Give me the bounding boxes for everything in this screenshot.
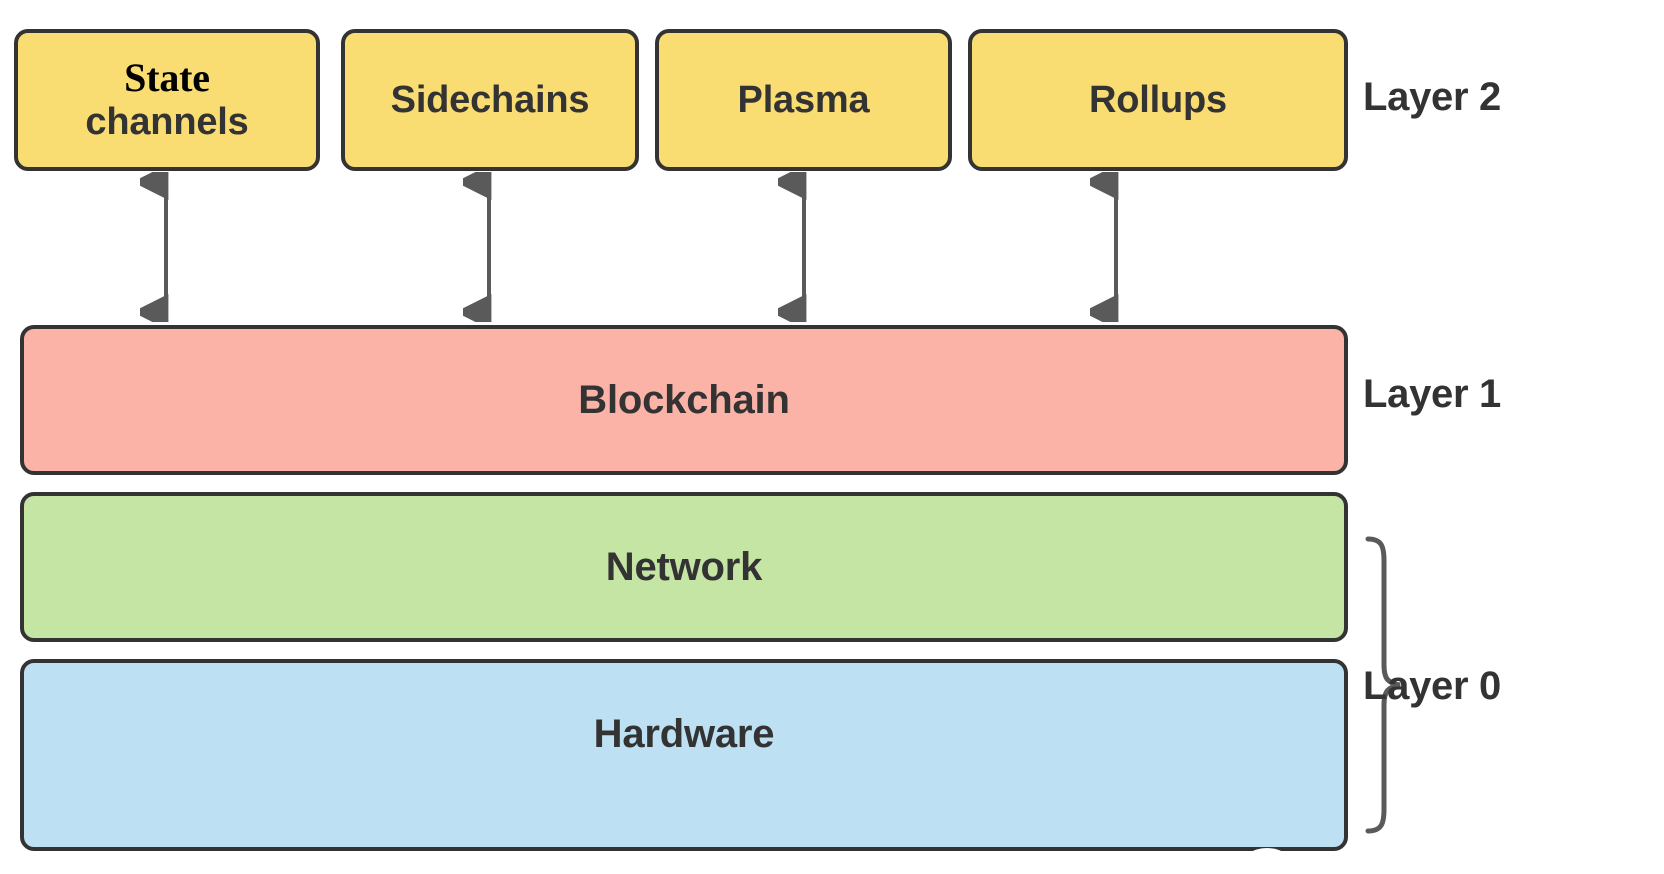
plasma-label: Plasma	[737, 78, 870, 121]
blockchain-label: Blockchain	[578, 377, 790, 422]
hardware-corner-artifact	[1240, 848, 1294, 874]
rollups-label: Rollups	[1089, 78, 1227, 121]
state-channels-label-line1: State	[124, 55, 210, 101]
hardware-label: Hardware	[593, 711, 775, 756]
stack-box-blockchain[interactable]: Blockchain	[20, 325, 1348, 475]
connector-arrow-state-channels	[140, 172, 169, 322]
layer-label-layer-1: Layer 1	[1363, 372, 1501, 416]
layer2-box-sidechains[interactable]: Sidechains	[341, 29, 639, 171]
layer2-box-plasma[interactable]: Plasma	[655, 29, 952, 171]
layer2-box-rollups[interactable]: Rollups	[968, 29, 1348, 171]
stack-box-network[interactable]: Network	[20, 492, 1348, 642]
connector-arrow-plasma	[778, 172, 807, 322]
state-channels-label-line2: channels	[85, 101, 249, 144]
layer-label-layer-2: Layer 2	[1363, 75, 1501, 119]
network-label: Network	[605, 544, 763, 589]
connector-arrow-sidechains	[463, 172, 492, 322]
sidechains-label: Sidechains	[390, 78, 590, 121]
layer-label-layer-0: Layer 0	[1363, 664, 1501, 708]
layer2-box-state-channels[interactable]: State channels	[14, 29, 320, 171]
state-channels-label: State channels	[85, 55, 249, 144]
stack-box-hardware[interactable]: Hardware	[20, 659, 1348, 851]
layer-0-brace	[1365, 536, 1401, 834]
connector-arrow-rollups	[1090, 172, 1119, 322]
